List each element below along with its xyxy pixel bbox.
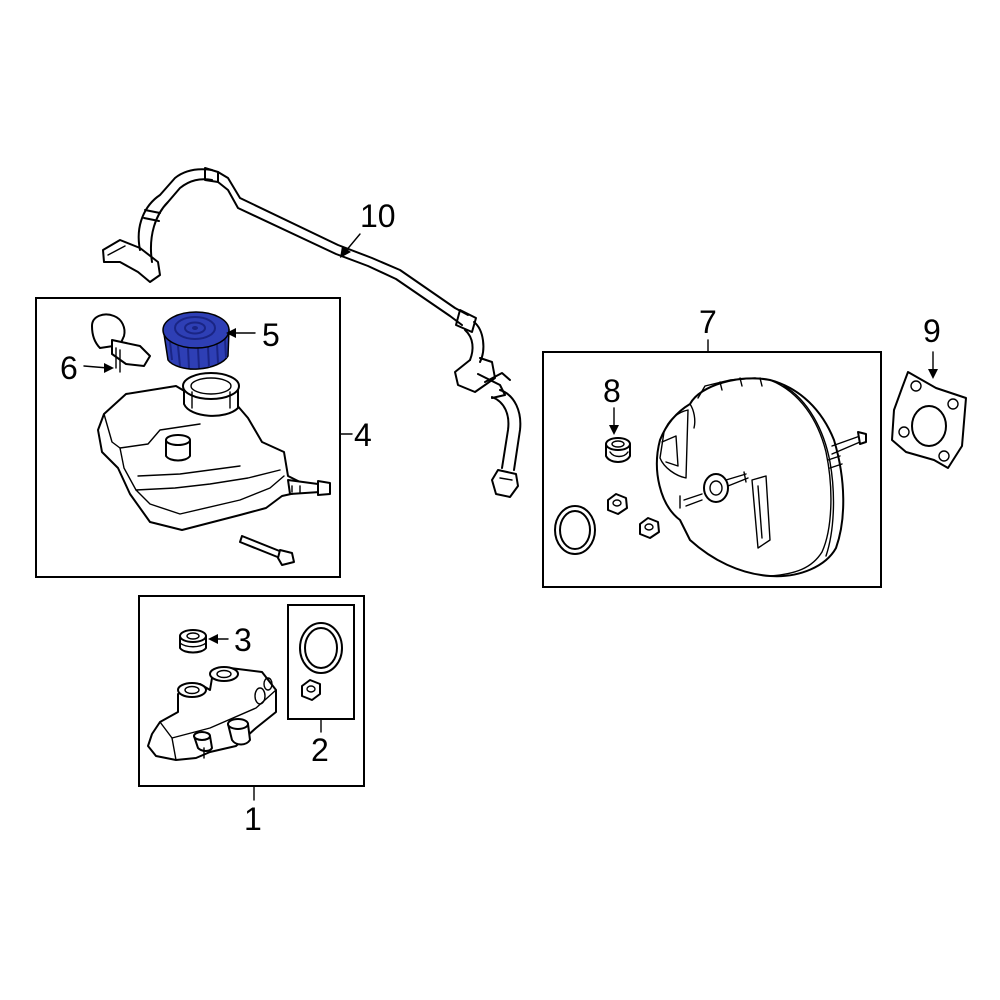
callout-1: 1 [244, 801, 262, 837]
callout-10-leader [344, 233, 361, 253]
reservoir-group-box [35, 297, 341, 578]
vacuum-hose [102, 167, 522, 498]
reservoir-cap-highlighted [162, 311, 230, 370]
grommet [179, 629, 207, 654]
brake-booster [656, 377, 867, 578]
booster-gasket [891, 371, 967, 469]
callout-10: 10 [360, 198, 396, 234]
master-cylinder [147, 666, 277, 761]
callout-3: 3 [234, 622, 252, 658]
callout-5: 5 [262, 317, 280, 353]
level-sensor [91, 313, 151, 373]
check-valve-grommet [605, 437, 631, 463]
callout-8: 8 [603, 373, 621, 409]
booster-nut-2 [639, 517, 660, 539]
seal-ring [299, 622, 343, 674]
master-cylinder-box [138, 595, 365, 787]
booster-nut [607, 493, 628, 515]
callout-2: 2 [311, 732, 329, 768]
brake-fluid-reservoir [97, 372, 331, 531]
booster-seal-ring [554, 505, 596, 555]
seal-kit-nut [301, 679, 321, 701]
callout-6: 6 [60, 350, 78, 386]
callout-4: 4 [354, 417, 372, 453]
brake-booster-box [542, 351, 882, 588]
callout-7: 7 [699, 304, 717, 340]
reservoir-bolt [239, 535, 295, 566]
callout-9: 9 [923, 313, 941, 349]
